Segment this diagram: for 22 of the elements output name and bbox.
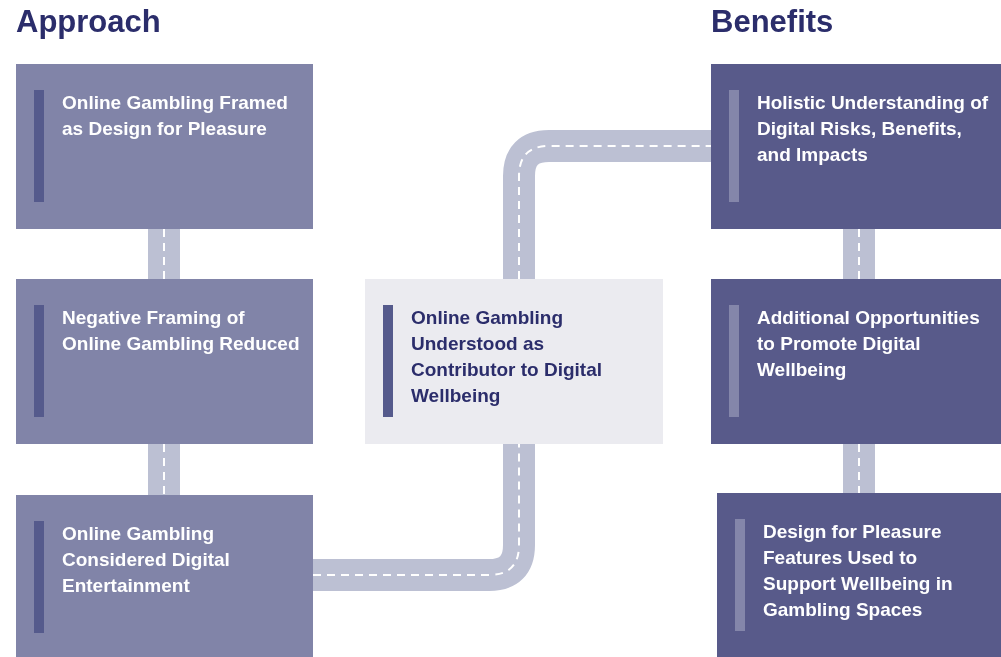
step-card — [711, 64, 1001, 229]
step-card — [365, 279, 663, 444]
road-connector — [312, 443, 535, 591]
step-card — [16, 64, 313, 229]
step-text: Design for Pleasure Features Used to Support Wellbeing in Gambling Spaces — [763, 520, 954, 622]
road-connector — [843, 443, 875, 494]
step-text: Online Gambling Framed as Design for Pleasure — [62, 91, 289, 141]
step-card — [711, 279, 1001, 444]
road-connector — [148, 228, 180, 280]
step-text: Additional Opportunities to Promote Digital Wellbeing — [757, 306, 981, 382]
step-text: Online Gambling Considered Digital Entertainment — [62, 522, 231, 598]
section-heading: Benefits — [711, 4, 834, 40]
step-text: Holistic Understanding of Digital Risks, Benefits, and Impacts — [757, 91, 990, 167]
section-heading: Approach — [16, 4, 161, 40]
step-text: Negative Framing of Online Gambling Reduced — [62, 306, 301, 356]
step-card — [16, 495, 313, 657]
road-connector — [843, 228, 875, 280]
road-connector — [148, 443, 180, 496]
step-text: Online Gambling Understood as Contributor to Digital Wellbeing — [411, 306, 604, 408]
step-card — [717, 493, 1001, 657]
road-connector — [503, 130, 712, 280]
step-card — [16, 279, 313, 444]
